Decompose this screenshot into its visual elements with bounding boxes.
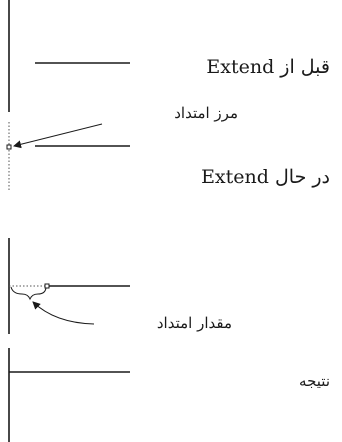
boundary-pointer-arrow xyxy=(13,123,103,149)
label-before-extend: قبل از Extend xyxy=(206,56,330,78)
amount-pointer-arrow xyxy=(32,301,95,325)
label-during-extend: در حال Extend xyxy=(201,166,330,188)
label-result: نتیجه xyxy=(299,372,330,390)
label-extend-boundary: مرز امتداد xyxy=(174,104,238,122)
extension-brace xyxy=(10,286,47,301)
boundary-grip xyxy=(6,144,12,150)
label-extend-amount: مقدار امتداد xyxy=(156,314,232,332)
segment-endpoint-grip xyxy=(44,283,50,289)
